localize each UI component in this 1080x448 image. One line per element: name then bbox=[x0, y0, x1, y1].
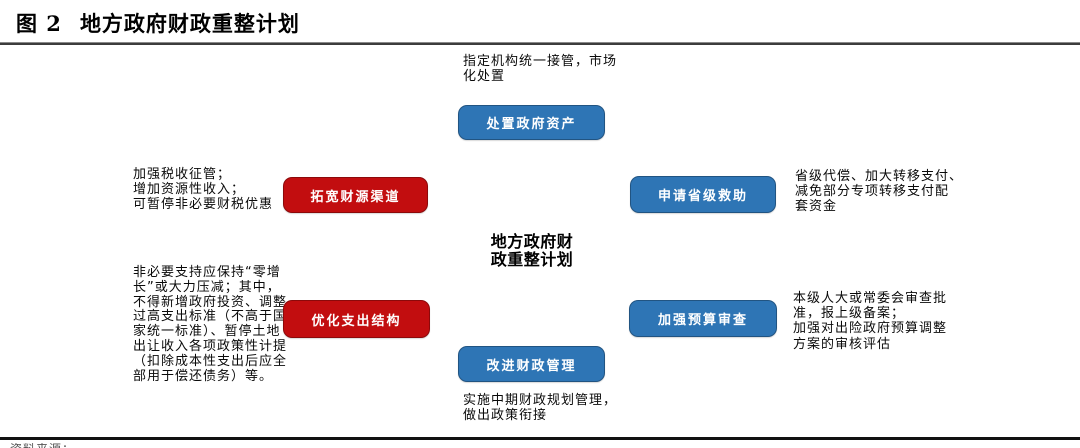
box-improve-management: 改进财政管理 bbox=[458, 346, 605, 382]
figure-title: 图 2 地方政府财政重整计划 bbox=[16, 8, 300, 38]
center-plan-label: 地方政府财 政重整计划 bbox=[490, 232, 574, 269]
figure-title-text: 地方政府财政重整计划 bbox=[79, 11, 300, 36]
note-improve-management: 实施中期财政规划管理， 做出政策衔接 bbox=[463, 393, 618, 424]
box-provincial-aid: 申请省级救助 bbox=[630, 176, 776, 213]
box-budget-review: 加强预算审查 bbox=[629, 300, 777, 337]
note-expand-revenue: 加强税收征管； 增加资源性收入； 可暂停非必要财税优惠 bbox=[133, 167, 274, 213]
note-dispose-assets: 指定机构统一接管，市场 化处置 bbox=[463, 54, 618, 85]
figure-number-label: 图 2 bbox=[16, 11, 62, 36]
box-expand-revenue: 拓宽财源渠道 bbox=[283, 177, 428, 213]
box-optimize-expenditure: 优化支出结构 bbox=[283, 300, 430, 338]
header-divider-line bbox=[0, 42, 1080, 45]
note-optimize-expenditure: 非必要支持应保持“零增 长”或大力压减；其中， 不得新增政府投资、调整 过高支出… bbox=[133, 265, 288, 384]
footer-divider-line bbox=[0, 437, 1080, 440]
box-dispose-assets: 处置政府资产 bbox=[458, 105, 605, 140]
note-provincial-aid: 省级代偿、加大转移支付、 减免部分专项转移支付配 套资金 bbox=[795, 169, 964, 215]
footer-source-clipped-text: 资料来源： bbox=[10, 443, 410, 448]
note-budget-review: 本级人大或常委会审查批 准，报上级备案； 加强对出险政府预算调整 方案的审核评估 bbox=[793, 291, 948, 352]
